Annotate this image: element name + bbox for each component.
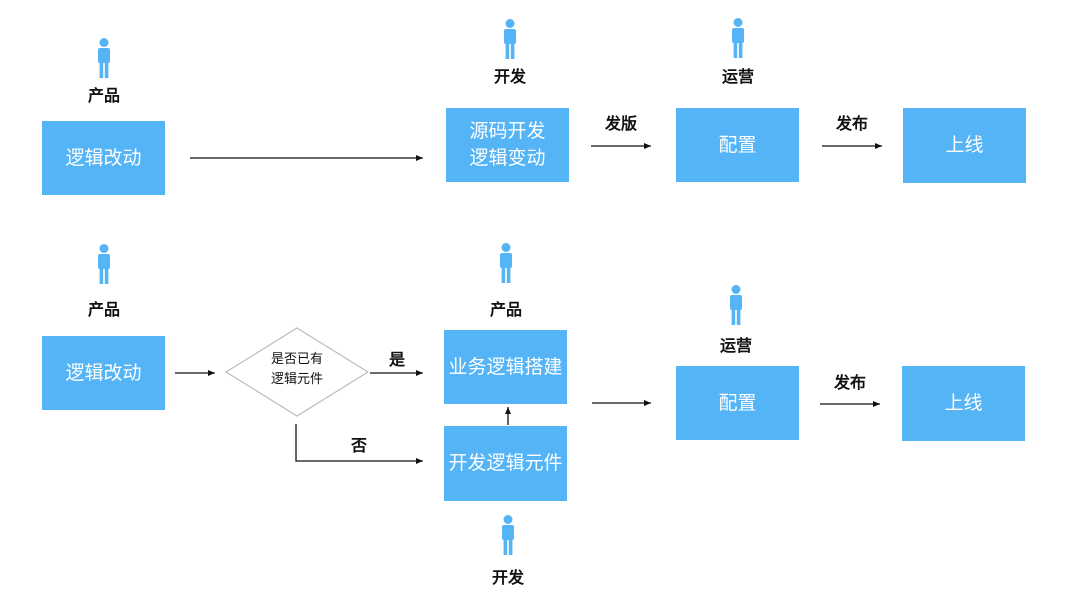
decision-line2: 逻辑元件 — [270, 372, 323, 387]
config-text: 配置 — [718, 133, 757, 156]
develop-logic-component-box: 开发逻辑元件 — [444, 426, 567, 501]
role-label-ops: 运营 — [721, 67, 755, 86]
role-label-ops: 运营 — [719, 336, 753, 355]
role-label-dev: 开发 — [491, 568, 525, 587]
business-logic-build-box: 业务逻辑搭建 — [444, 330, 567, 404]
decision-line1: 是否已有 — [270, 352, 323, 367]
product-person-icon — [500, 243, 512, 283]
logic-change-text: 逻辑改动 — [65, 146, 142, 169]
source-dev-line1: 源码开发 — [469, 120, 546, 142]
release-label: 发版 — [604, 114, 638, 133]
no-label: 否 — [350, 436, 368, 455]
publish-label: 发布 — [833, 373, 867, 392]
decision-diamond — [224, 327, 370, 417]
role-label-product: 产品 — [87, 300, 121, 319]
online-box: 上线 — [902, 366, 1025, 441]
logic-change-box: 逻辑改动 — [42, 336, 165, 410]
config-box: 配置 — [676, 108, 799, 182]
yes-label: 是 — [388, 350, 406, 369]
build-text: 业务逻辑搭建 — [448, 355, 563, 378]
develop-text: 开发逻辑元件 — [448, 452, 563, 474]
config-text: 配置 — [718, 391, 757, 414]
operations-person-icon — [732, 18, 744, 58]
source-dev-box: 源码开发 逻辑变动 — [446, 108, 569, 182]
source-dev-line2: 逻辑变动 — [469, 147, 546, 169]
decision-text: 是否已有 逻辑元件 — [226, 350, 368, 390]
role-label-product: 产品 — [87, 86, 121, 105]
arrow-no — [295, 424, 423, 464]
logic-change-box: 逻辑改动 — [42, 121, 165, 195]
developer-person-icon — [502, 515, 514, 555]
logic-change-text: 逻辑改动 — [65, 361, 142, 384]
operations-person-icon — [730, 285, 742, 325]
config-box: 配置 — [676, 366, 799, 440]
product-person-icon — [98, 244, 110, 284]
role-label-product-mid: 产品 — [489, 300, 523, 319]
online-text: 上线 — [944, 392, 983, 414]
publish-label: 发布 — [835, 114, 869, 133]
online-box: 上线 — [903, 108, 1026, 183]
online-text: 上线 — [945, 134, 984, 156]
role-label-dev: 开发 — [493, 67, 527, 86]
product-person-icon — [98, 38, 110, 78]
developer-person-icon — [504, 19, 516, 59]
